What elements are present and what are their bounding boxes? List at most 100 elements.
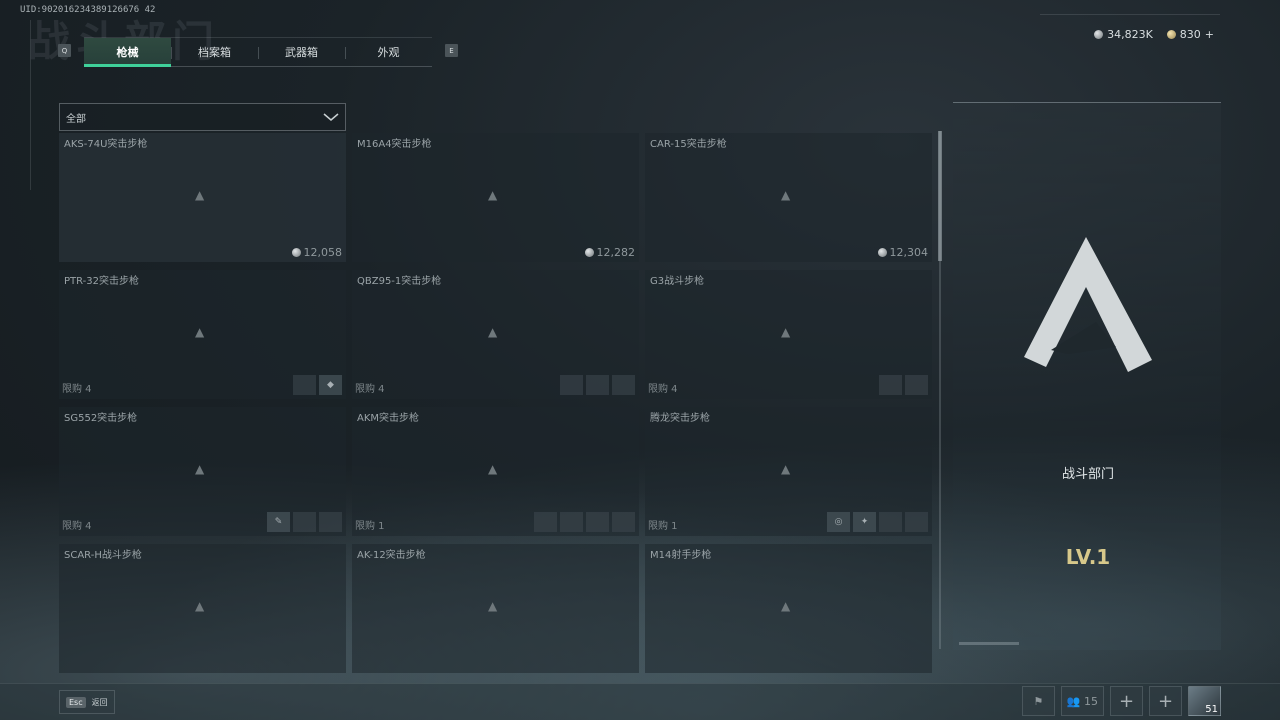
- attachment-slot[interactable]: [319, 512, 342, 532]
- attachment-icon[interactable]: ◎: [827, 512, 850, 532]
- weapon-placeholder-icon: ▲: [195, 462, 205, 476]
- attachment-slot[interactable]: [534, 512, 557, 532]
- weapon-card[interactable]: CAR-15突击步枪 ▲ 12,304: [645, 133, 932, 262]
- weapon-price: 12,304: [877, 246, 929, 259]
- department-panel: [953, 102, 1221, 650]
- attachment-slot[interactable]: [879, 512, 902, 532]
- attachment-slot[interactable]: [905, 512, 928, 532]
- weapon-card[interactable]: G3战斗步枪▲限购 4: [645, 270, 932, 399]
- key-hint-e[interactable]: E: [445, 44, 458, 57]
- avatar[interactable]: 51: [1188, 686, 1221, 716]
- price-value: 12,304: [889, 246, 929, 259]
- tab-weapon-box[interactable]: 武器箱: [258, 38, 345, 66]
- weapon-name: M16A4突击步枪: [357, 139, 432, 150]
- weapon-card[interactable]: M16A4突击步枪▲12,282: [352, 133, 639, 262]
- attachment-slots: [560, 375, 635, 395]
- weapon-placeholder-icon: ▲: [781, 599, 791, 613]
- squad-count: 15: [1084, 694, 1098, 708]
- weapon-name: 腾龙突击步枪: [650, 413, 710, 424]
- weapon-name: M14射手步枪: [650, 550, 712, 561]
- weapon-name: AKS-74U突击步枪: [64, 139, 148, 150]
- silver-coin-icon: [877, 248, 887, 257]
- add-slot-button[interactable]: +: [1110, 686, 1143, 716]
- weapon-placeholder-icon: ▲: [781, 188, 791, 202]
- tab-appearance[interactable]: 外观: [345, 38, 432, 66]
- tab-guns[interactable]: 枪械: [84, 38, 171, 67]
- filter-dropdown[interactable]: 全部: [59, 103, 346, 131]
- weapon-name: AKM突击步枪: [357, 413, 420, 424]
- back-button[interactable]: Esc 返回: [59, 690, 115, 714]
- weapon-placeholder-icon: ▲: [195, 599, 205, 613]
- attachment-slot[interactable]: [905, 375, 928, 395]
- esc-key: Esc: [66, 696, 86, 708]
- weapon-placeholder-icon: ▲: [781, 462, 791, 476]
- weapon-name: G3战斗步枪: [650, 276, 705, 287]
- squad-button[interactable]: 👥 15: [1060, 686, 1104, 716]
- price-value: 12,058: [303, 246, 343, 259]
- purchase-limit: 限购 4: [62, 384, 92, 395]
- weapon-card[interactable]: SCAR-H战斗步枪▲: [59, 544, 346, 673]
- attachment-icon[interactable]: ✦: [853, 512, 876, 532]
- weapon-card[interactable]: M14射手步枪 ▲: [645, 544, 932, 673]
- attachment-slot[interactable]: [293, 375, 316, 395]
- plus-icon: +: [1157, 690, 1174, 712]
- weapon-card[interactable]: 腾龙突击步枪▲限购 1◎✦: [645, 407, 932, 536]
- gold-coin-icon: [1166, 30, 1176, 39]
- attachment-slot[interactable]: [612, 512, 635, 532]
- weapon-placeholder-icon: ▲: [488, 462, 498, 476]
- squad-icon: 👥: [1066, 694, 1081, 708]
- weapon-card[interactable]: QBZ95-1突击步枪▲限购 4: [352, 270, 639, 399]
- back-label: 返回: [91, 697, 108, 707]
- weapon-name: CAR-15突击步枪: [650, 139, 727, 150]
- weapon-placeholder-icon: ▲: [195, 188, 205, 202]
- add-slot-button[interactable]: +: [1149, 686, 1182, 716]
- weapon-price: 12,058: [291, 246, 343, 259]
- tab-archive-box[interactable]: 档案箱: [171, 38, 258, 66]
- attachment-icon[interactable]: ✎: [267, 512, 290, 532]
- flag-button[interactable]: ⚑: [1021, 686, 1055, 716]
- attachment-slot[interactable]: [586, 375, 609, 395]
- attachment-slots: [534, 512, 635, 532]
- weapon-card[interactable]: AKS-74U突击步枪 ▲ 12,058: [59, 133, 346, 262]
- plus-icon: +: [1118, 690, 1135, 712]
- scrollbar-track[interactable]: [939, 131, 941, 649]
- weapon-placeholder-icon: ▲: [195, 325, 205, 339]
- currency-bar: 34,823K 830 +: [1094, 28, 1214, 41]
- weapon-card[interactable]: SG552突击步枪 ▲ 限购 4 ✎: [59, 407, 346, 536]
- weapon-placeholder-icon: ▲: [488, 188, 498, 202]
- avatar-level: 51: [1205, 704, 1218, 715]
- weapon-placeholder-icon: ▲: [781, 325, 791, 339]
- weapon-card[interactable]: AK-12突击步枪 ▲: [352, 544, 639, 673]
- attachment-slot[interactable]: [560, 512, 583, 532]
- filter-selected: 全部: [66, 113, 86, 125]
- purchase-limit: 限购 1: [355, 521, 385, 532]
- panel-progress-bar: [959, 642, 1019, 645]
- attachment-slot[interactable]: [293, 512, 316, 532]
- gold-currency[interactable]: 830 +: [1166, 28, 1214, 41]
- silver-coin-icon: [291, 248, 301, 257]
- weapon-name: AK-12突击步枪: [357, 550, 426, 561]
- add-gold-button[interactable]: +: [1204, 28, 1214, 41]
- attachment-slots: ◎✦: [827, 512, 928, 532]
- attachment-slots: [879, 375, 928, 395]
- bottom-actions: ⚑ 👥 15 + + 51: [1021, 686, 1221, 716]
- attachment-slot[interactable]: [879, 375, 902, 395]
- attachment-slots: ◆: [293, 375, 342, 395]
- attachment-slot[interactable]: [586, 512, 609, 532]
- weapon-placeholder-icon: ▲: [488, 599, 498, 613]
- weapon-card[interactable]: AKM突击步枪 ▲ 限购 1: [352, 407, 639, 536]
- silver-currency: 34,823K: [1094, 28, 1153, 41]
- purchase-limit: 限购 4: [62, 521, 92, 532]
- attachment-slot[interactable]: [612, 375, 635, 395]
- key-hint-q[interactable]: Q: [58, 44, 71, 57]
- scrollbar-thumb[interactable]: [938, 131, 942, 261]
- weapon-name: QBZ95-1突击步枪: [357, 276, 442, 287]
- attachment-icon[interactable]: ◆: [319, 375, 342, 395]
- weapon-card[interactable]: PTR-32突击步枪 ▲ 限购 4 ◆: [59, 270, 346, 399]
- flag-icon: ⚑: [1033, 694, 1044, 708]
- attachment-slot[interactable]: [560, 375, 583, 395]
- weapon-name: SG552突击步枪: [64, 413, 138, 424]
- weapon-name: PTR-32突击步枪: [64, 276, 140, 287]
- gold-amount: 830: [1179, 28, 1201, 41]
